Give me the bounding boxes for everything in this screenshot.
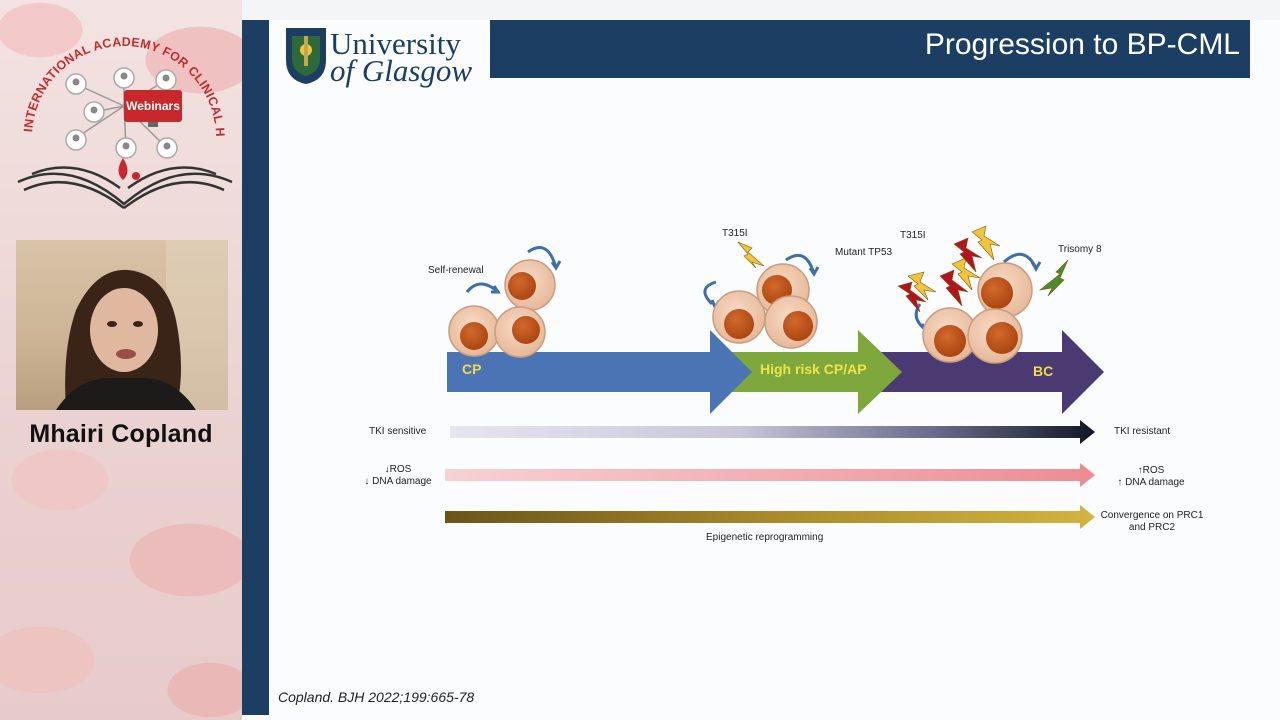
self-renewal-label: Self-renewal: [428, 265, 484, 276]
lightning-icon: [953, 237, 983, 273]
lightning-icon: [737, 241, 765, 269]
bc-phase-arrow: [862, 330, 1104, 414]
cell-cluster-high-risk: [712, 263, 818, 349]
university-logo: [284, 24, 484, 86]
slide-title: Progression to BP-CML: [924, 28, 1240, 61]
citation: Copland. BJH 2022;199:665-78: [278, 689, 475, 705]
low-ros-label: ↓ROS ↓ DNA damage: [364, 464, 432, 487]
cell-cluster-cp: [448, 259, 556, 358]
slide-top-strip: [242, 0, 1280, 20]
speaker-name: Mhairi Copland: [29, 420, 213, 448]
ros-gradient-arrow: [445, 463, 1095, 487]
webinar-sidebar: INTERNATIONAL ACADEMY FOR CLINICAL HEMAT…: [0, 0, 242, 720]
monitor-icon: [124, 90, 182, 122]
university-crest-icon: [286, 28, 326, 84]
phase-label-cp: CP: [462, 361, 482, 377]
epigenetic-label: Epigenetic reprogramming: [706, 532, 824, 543]
university-name-line2: of Glasgow: [330, 53, 473, 88]
presentation-slide: University of Glasgow Progression to BP-…: [242, 0, 1280, 720]
high-risk-phase-arrow: [720, 330, 902, 414]
tki-resistant-label: TKI resistant: [1114, 426, 1171, 437]
progression-diagram: [445, 225, 1104, 529]
high-ros-label: ↑ROS ↑ DNA damage: [1117, 465, 1185, 488]
open-book-icon: [17, 166, 233, 209]
title-bar: Progression to BP-CML: [490, 20, 1250, 78]
t315i-label: T315I: [900, 230, 926, 241]
lightning-icon: [951, 257, 981, 291]
epigenetic-gradient-arrow: [445, 505, 1095, 529]
mutant-tp53-label: Mutant TP53: [835, 247, 893, 258]
phase-label-bc: BC: [1033, 363, 1054, 379]
speaker-video: [16, 240, 228, 410]
cp-phase-arrow: [447, 330, 752, 414]
speaker-clothing: [56, 378, 196, 410]
lightning-icon: [1038, 259, 1069, 297]
lightning-icon: [907, 271, 937, 301]
lightning-icon: [939, 269, 969, 307]
phase-label-high-risk: High risk CP/AP: [760, 361, 867, 377]
tki-gradient-arrow: [450, 420, 1095, 444]
convergence-label: Convergence on PRC1 and PRC2: [1100, 510, 1204, 533]
trisomy-8-label: Trisomy 8: [1058, 244, 1102, 255]
tki-sensitive-label: TKI sensitive: [369, 426, 427, 437]
cell-cluster-bc: [922, 262, 1033, 364]
speaker-face: [90, 288, 158, 372]
university-name-line1: University: [330, 26, 461, 61]
slide-left-bar: [242, 20, 269, 715]
blood-drop-icon: [118, 158, 128, 180]
lightning-icon: [897, 281, 927, 313]
academy-logo: INTERNATIONAL ACADEMY FOR CLINICAL HEMAT…: [10, 8, 233, 209]
lightning-icon: [971, 225, 1001, 261]
webinars-badge: Webinars: [126, 99, 180, 113]
t315i-label: T315I: [722, 228, 748, 239]
